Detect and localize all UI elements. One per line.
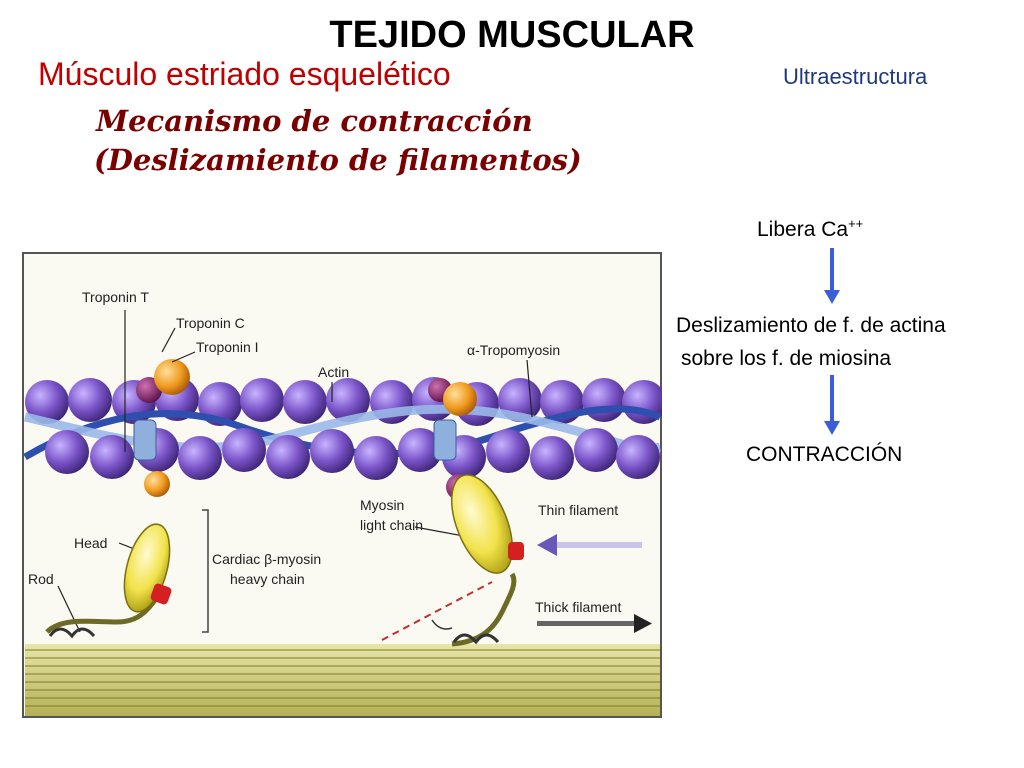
myosin-head-left — [45, 523, 172, 639]
slide-subtitle: Músculo estriado esquelético — [38, 56, 451, 92]
label-troponin-c: Troponin C — [176, 315, 245, 331]
mechanism-heading: Mecanismo de contracción — [96, 104, 533, 138]
myosin-head-right — [381, 474, 524, 647]
thick-filament-arrow — [537, 614, 652, 633]
figure-frame — [22, 252, 662, 718]
label-troponin-i: Troponin I — [196, 339, 259, 355]
corner-label: Ultraestructura — [783, 64, 928, 89]
sarcomere-diagram: Troponin T Troponin C Troponin I Actin α… — [22, 252, 662, 718]
label-rod: Rod — [28, 571, 54, 587]
step-release-calcium-text: Libera Ca — [757, 218, 849, 241]
label-head: Head — [74, 535, 107, 551]
label-thick-filament: Thick filament — [535, 599, 621, 615]
label-tropomyosin: α-Tropomyosin — [467, 342, 560, 358]
step-release-calcium: Libera Ca++ — [757, 216, 863, 242]
label-myosin-light-chain-2: light chain — [360, 517, 423, 533]
label-myosin-light-chain-1: Myosin — [360, 497, 404, 513]
label-troponin-t: Troponin T — [82, 289, 149, 305]
thick-filament — [25, 644, 660, 716]
troponin-complex-left — [133, 359, 190, 497]
down-arrow-icon — [824, 248, 840, 304]
slide-title: TEJIDO MUSCULAR — [329, 14, 695, 56]
actin-filament — [23, 377, 662, 480]
step-contraction: CONTRACCIÓN — [746, 443, 903, 466]
thin-filament-arrow — [537, 534, 642, 556]
label-heavy-chain-1: Cardiac β-myosin — [212, 551, 321, 567]
calcium-charge: ++ — [848, 216, 864, 231]
step-sliding-line2: sobre los f. de miosina — [681, 347, 892, 370]
down-arrow-icon — [824, 375, 840, 435]
step-sliding-line1: Deslizamiento de f. de actina — [676, 314, 946, 337]
label-heavy-chain-2: heavy chain — [230, 571, 305, 587]
mechanism-subheading: (Deslizamiento de filamentos) — [94, 143, 582, 177]
label-actin: Actin — [318, 364, 349, 380]
bracket — [202, 509, 209, 633]
label-thin-filament: Thin filament — [538, 502, 618, 518]
